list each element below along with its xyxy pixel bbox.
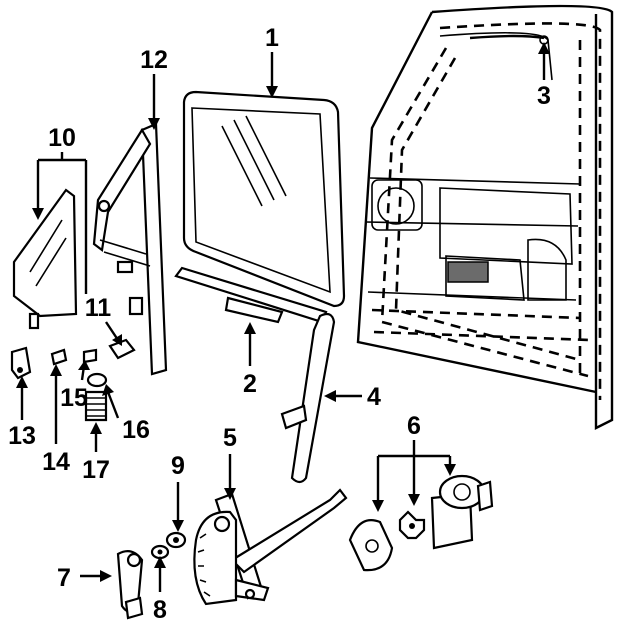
callout-8: 8: [153, 596, 167, 624]
run-channel-part: [469, 34, 549, 45]
callout-7: 7: [57, 564, 71, 592]
door-shell: [356, 4, 614, 430]
door-glass-part: [182, 90, 346, 308]
callout-14: 14: [42, 448, 70, 476]
rear-run-channel-part: [280, 312, 336, 484]
callout-16: 16: [122, 416, 150, 444]
callout-9: 9: [171, 452, 185, 480]
window-regulator-part: [193, 488, 348, 606]
nut-part: [82, 348, 98, 364]
bushings: [150, 531, 187, 560]
vent-glass-part: [12, 188, 78, 330]
callout-4: 4: [367, 383, 381, 411]
callout-17: 17: [82, 456, 110, 484]
small-hardware: [10, 338, 136, 422]
callout-1: 1: [265, 24, 279, 52]
callout-10: 10: [48, 124, 76, 152]
callout-11: 11: [85, 294, 112, 322]
callout-6: 6: [407, 412, 421, 440]
clip-part: [10, 346, 32, 380]
regulator-motor-part: [348, 474, 494, 572]
callout-2: 2: [243, 370, 257, 398]
callouts: 1 2 3 4 5 6 7 8 9 10 11 12 13 14 15 16 1…: [8, 24, 551, 624]
callout-12: 12: [140, 46, 168, 74]
leader-lines: [16, 42, 550, 592]
screw-part: [50, 348, 68, 366]
washer-part: [86, 372, 108, 388]
callout-5: 5: [223, 424, 237, 452]
glass-channel-part: [174, 266, 328, 324]
crank-handle-part: [116, 549, 144, 620]
callout-13: 13: [8, 422, 36, 450]
callout-3: 3: [537, 82, 551, 110]
vent-frame-part: [92, 122, 168, 376]
callout-15: 15: [60, 384, 88, 412]
